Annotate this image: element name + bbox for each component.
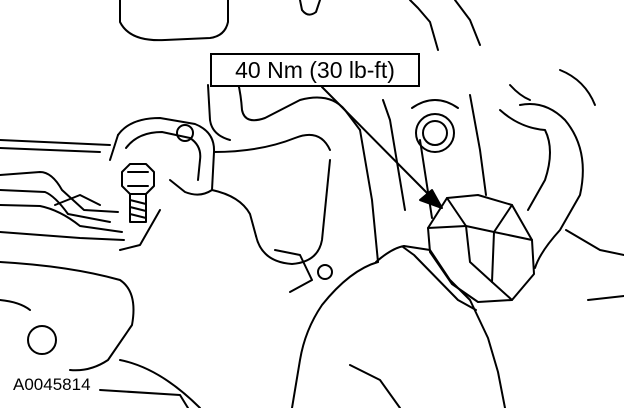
bolt-icon [121,163,155,223]
callout-leader [321,86,443,209]
lower-plate [0,261,201,408]
mounting-bracket [109,117,331,251]
fluid-pipe [499,69,624,301]
rail-assembly [0,139,125,241]
torque-callout: 40 Nm (30 lb-ft) [210,53,420,87]
nut-icon [427,194,535,303]
figure-id-label: A0045814 [13,375,91,394]
central-housing [255,94,487,293]
fitting-body [291,245,506,408]
